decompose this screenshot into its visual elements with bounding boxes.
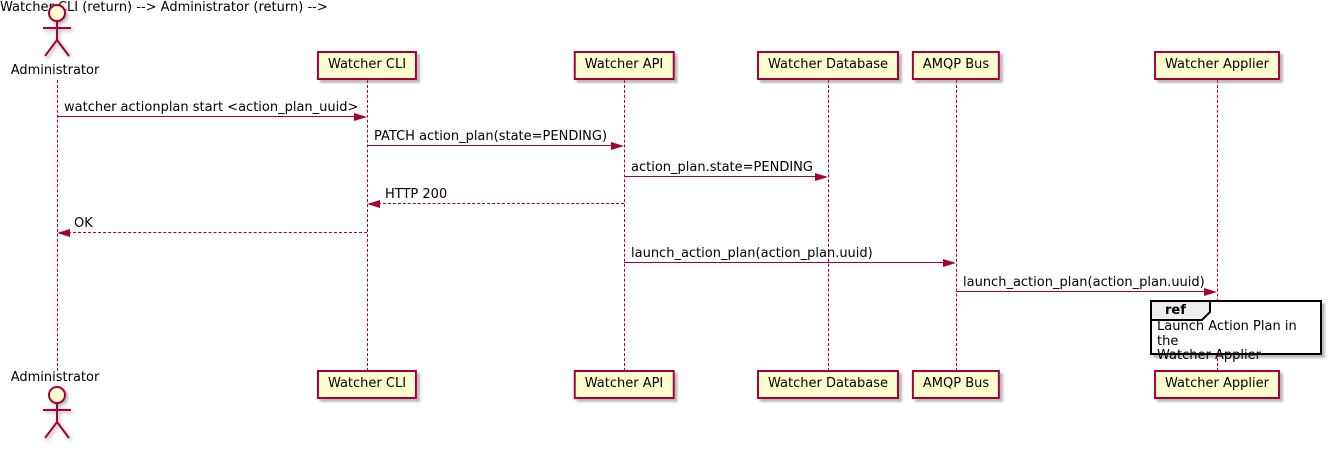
participant-watcher-api-bottom: Watcher API (573, 370, 675, 399)
message-line (57, 116, 357, 117)
actor-icon (43, 386, 71, 439)
lifeline-administrator (57, 80, 58, 371)
actor-icon (43, 4, 71, 57)
arrowhead-right-icon (611, 141, 624, 150)
message-line (367, 145, 614, 146)
participant-watcher-database-top: Watcher Database (757, 51, 899, 80)
ref-text: Launch Action Plan in the Watcher Applie… (1157, 319, 1297, 363)
message-label: PATCH action_plan(state=PENDING) (374, 129, 608, 144)
lifeline-watcher-cli (367, 80, 368, 371)
participant-amqp-bus-top: AMQP Bus (911, 51, 1001, 80)
lifeline-amqp-bus (956, 80, 957, 371)
message-label: launch_action_plan(action_plan.uuid) (963, 275, 1205, 290)
ref-header-pentagon-icon (1150, 300, 1211, 321)
actor-label-bottom: Administrator (10, 370, 100, 385)
ref-fragment: ref Launch Action Plan in the Watcher Ap… (1150, 300, 1322, 363)
arrowhead-right-icon (1204, 287, 1217, 296)
arrowhead-right-icon (815, 172, 828, 181)
message-line (624, 176, 818, 177)
arrowhead-left-icon (367, 199, 380, 208)
participant-watcher-api-top: Watcher API (573, 51, 675, 80)
message-label: action_plan.state=PENDING (631, 160, 813, 175)
message-line (624, 262, 946, 263)
lifeline-watcher-database (828, 80, 829, 371)
message-label: OK (74, 216, 93, 231)
ref-keyword: ref (1165, 303, 1186, 318)
arrowhead-left-icon (57, 228, 70, 237)
arrowhead-right-icon (354, 112, 367, 121)
message-label: HTTP 200 (385, 187, 448, 202)
message-label: launch_action_plan(action_plan.uuid) (631, 246, 873, 261)
participant-amqp-bus-bottom: AMQP Bus (911, 370, 1001, 399)
message-line (956, 291, 1207, 292)
arrowhead-right-icon (943, 258, 956, 267)
actor-label-top: Administrator (10, 63, 100, 78)
message-line (378, 203, 624, 204)
lifeline-watcher-applier (1217, 80, 1218, 371)
participant-watcher-applier-bottom: Watcher Applier (1154, 370, 1280, 399)
participant-watcher-cli-top: Watcher CLI (316, 51, 418, 80)
message-line (68, 232, 367, 233)
message-label: watcher actionplan start <action_plan_uu… (64, 100, 359, 115)
participant-watcher-applier-top: Watcher Applier (1154, 51, 1280, 80)
lifeline-watcher-api (624, 80, 625, 371)
participant-watcher-cli-bottom: Watcher CLI (316, 370, 418, 399)
participant-watcher-database-bottom: Watcher Database (757, 370, 899, 399)
